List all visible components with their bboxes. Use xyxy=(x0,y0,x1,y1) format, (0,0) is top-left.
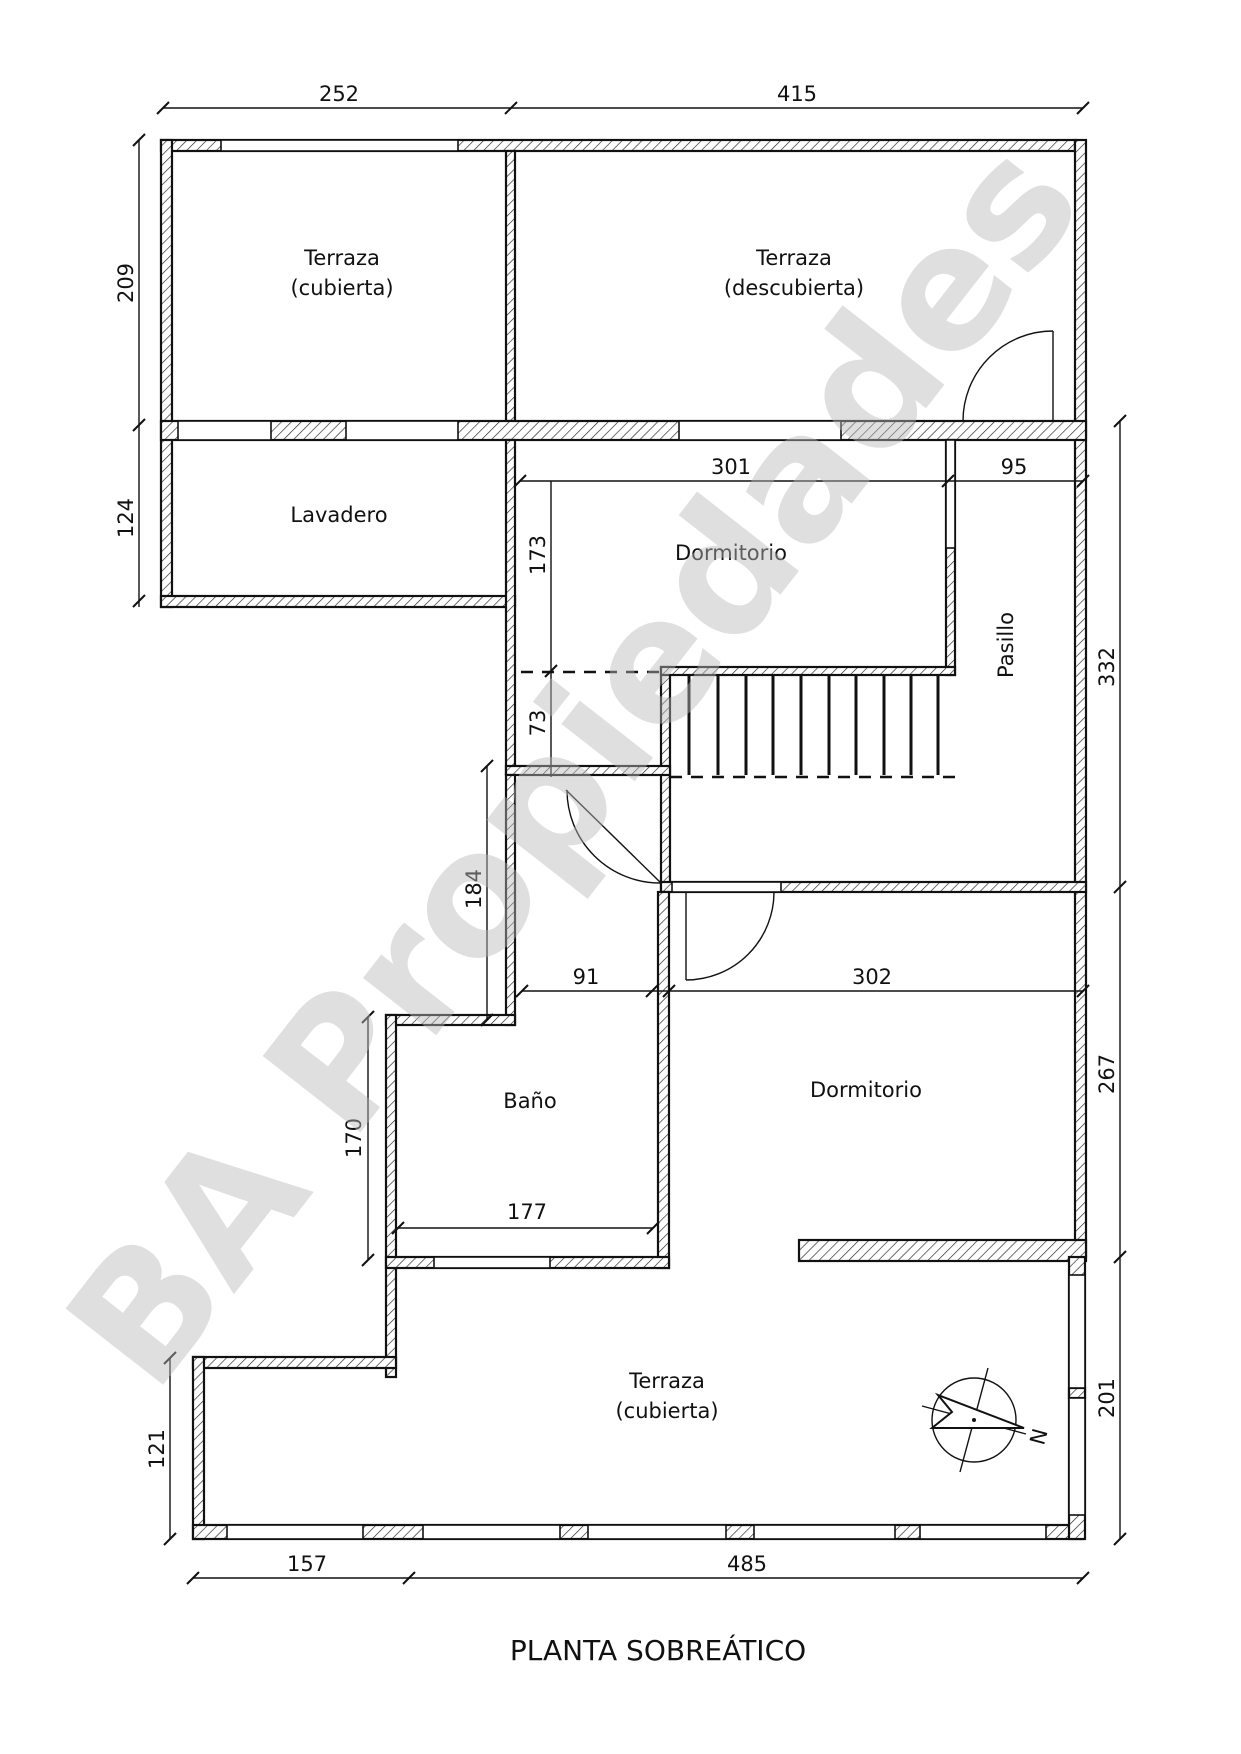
dim-right-upper: 332 xyxy=(1095,647,1119,687)
room-pasillo: Pasillo xyxy=(994,612,1018,678)
dim-bano-height: 170 xyxy=(342,1118,366,1158)
dim-bano-door-width: 91 xyxy=(573,965,600,989)
room-terraza-descubierta: Terraza xyxy=(755,246,832,270)
stairs xyxy=(521,670,955,779)
dim-dorm-width: 301 xyxy=(711,455,751,479)
dim-stair-depth: 73 xyxy=(526,710,550,737)
dim-dorm-depth: 173 xyxy=(526,535,550,575)
doors xyxy=(565,330,1054,981)
dim-left-lavadero: 124 xyxy=(114,498,138,538)
watermark: BA Propiedades xyxy=(30,106,1119,1422)
dim-top-left: 252 xyxy=(319,82,359,106)
room-terraza-cubierta-top: Terraza xyxy=(303,246,380,270)
dim-hall-height: 184 xyxy=(462,869,486,909)
dim-left-upper: 209 xyxy=(114,263,138,303)
dim-bottom-left-height: 121 xyxy=(145,1429,169,1469)
compass-label: N xyxy=(1025,1426,1052,1447)
north-arrow-icon: N xyxy=(921,1367,1053,1473)
room-terraza-descubierta-sub: (descubierta) xyxy=(724,276,864,300)
page-title: PLANTA SOBREÁTICO xyxy=(510,1633,806,1667)
dim-bottom-right: 485 xyxy=(727,1552,767,1576)
room-terraza-cubierta-bottom: Terraza xyxy=(628,1369,705,1393)
room-labels: Terraza (cubierta) Terraza (descubierta)… xyxy=(290,246,1018,1423)
dim-top-right: 415 xyxy=(777,82,817,106)
dimension-lines xyxy=(132,101,1127,1585)
dimension-labels: 252 415 209 124 301 95 173 73 332 184 91… xyxy=(114,82,1119,1576)
dim-dorm-lower-width: 302 xyxy=(852,965,892,989)
dim-bano-width: 177 xyxy=(507,1200,547,1224)
dim-right-middle: 267 xyxy=(1095,1054,1119,1094)
room-bano: Baño xyxy=(503,1089,556,1113)
room-dormitorio-lower: Dormitorio xyxy=(810,1078,922,1102)
dim-bottom-left: 157 xyxy=(287,1552,327,1576)
windows xyxy=(177,139,1086,1540)
room-dormitorio-upper: Dormitorio xyxy=(675,541,787,565)
room-terraza-cubierta-bottom-sub: (cubierta) xyxy=(615,1399,718,1423)
room-terraza-cubierta-top-sub: (cubierta) xyxy=(290,276,393,300)
dim-pasillo-width: 95 xyxy=(1001,455,1028,479)
dim-right-lower: 201 xyxy=(1095,1378,1119,1418)
room-lavadero: Lavadero xyxy=(290,503,387,527)
